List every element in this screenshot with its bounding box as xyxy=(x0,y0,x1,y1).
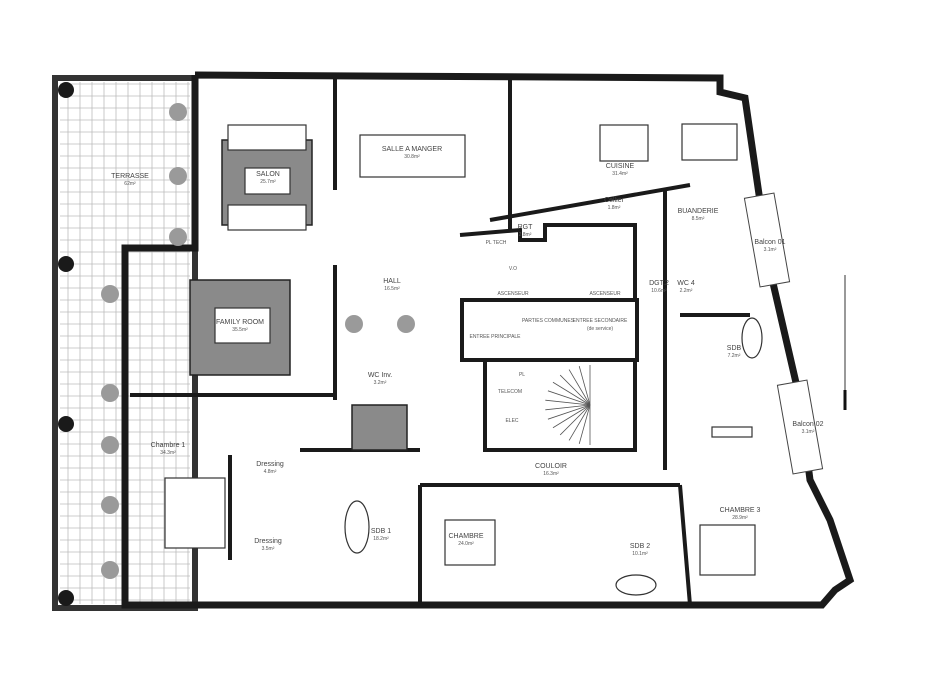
elec-label: ELEC xyxy=(505,418,518,424)
staircase xyxy=(545,365,591,445)
stair-step xyxy=(568,404,591,441)
stair-step xyxy=(559,374,591,406)
pl-label: PL xyxy=(519,372,525,378)
room-name: COULOIR xyxy=(535,463,567,470)
room-area: 10.1m² xyxy=(632,551,648,557)
room-name: HALL xyxy=(383,278,401,285)
room-name: SDB 1 xyxy=(371,528,391,535)
room-area: 8.5m² xyxy=(692,216,705,222)
room-name: WC Inv. xyxy=(368,372,392,379)
room-area: 30.8m² xyxy=(404,154,420,160)
room-name: RGT xyxy=(518,224,534,231)
room-name: CHAMBRE xyxy=(448,533,483,540)
balcony-02 xyxy=(776,379,824,475)
stair-step xyxy=(578,404,591,444)
entree-secondaire-note: (de service) xyxy=(587,326,613,332)
room-area: 4.8m² xyxy=(264,469,277,475)
room-name: CUISINE xyxy=(606,163,635,170)
room-name: SDB 2 xyxy=(630,543,650,550)
room-name: WC 4 xyxy=(677,280,695,287)
stair-step xyxy=(559,404,591,436)
room-area: 16.5m² xyxy=(384,286,400,292)
stair-step xyxy=(545,399,591,406)
planters xyxy=(101,103,415,579)
furniture xyxy=(164,123,763,596)
entree-principale-label: ENTREE PRINCIPALE xyxy=(469,334,521,340)
room-area: 2.2m² xyxy=(680,288,693,294)
stair-step xyxy=(552,381,591,406)
room-name: SDB xyxy=(727,345,742,352)
stair-step xyxy=(547,404,591,420)
room-name: Balcon 01 xyxy=(754,239,785,246)
stair-step xyxy=(545,404,591,411)
room-area: 34.3m² xyxy=(160,450,176,456)
room-area: 31.4m² xyxy=(612,171,628,177)
room-name: SALON xyxy=(256,171,280,178)
room-area: 3.1m² xyxy=(764,247,777,253)
room-name: Chambre 1 xyxy=(151,442,186,449)
stair-step xyxy=(578,366,591,406)
room-area: 62m² xyxy=(124,181,136,187)
room-name: Cellier xyxy=(604,197,625,204)
room-name: Dressing xyxy=(254,538,282,545)
entree-secondaire-label: ENTREE SECONDAIRE xyxy=(573,318,628,324)
stair-step xyxy=(547,390,591,406)
parties-communes-label: PARTIES COMMUNES xyxy=(522,318,575,324)
room-name: DGT.2 xyxy=(649,280,669,287)
room-area: 25.7m² xyxy=(260,179,276,185)
room-area: 35.5m² xyxy=(232,327,248,333)
telecom-label: TELECOM xyxy=(498,389,522,395)
room-area: 3.5m² xyxy=(262,546,275,552)
room-area: 28.9m² xyxy=(732,515,748,521)
elevator-label-2: ASCENSEUR xyxy=(589,291,621,297)
common-labels: ASCENSEUR ASCENSEUR PARTIES COMMUNES ENT… xyxy=(469,240,628,424)
pl-tech-label: PL TECH xyxy=(486,240,507,246)
stair-step xyxy=(568,369,591,406)
room-name: BUANDERIE xyxy=(678,208,719,215)
room-area: 2.8m² xyxy=(519,232,532,238)
balcony-01 xyxy=(743,192,791,288)
stair-step xyxy=(552,404,591,429)
room-area: 1.8m² xyxy=(608,205,621,211)
room-area: 18.2m² xyxy=(373,536,389,542)
vo-label: V.O xyxy=(509,266,517,272)
room-area: 7.2m² xyxy=(728,353,741,359)
room-area: 10.6m² xyxy=(651,288,667,294)
room-area: 3.1m² xyxy=(802,429,815,435)
room-area: 24.0m² xyxy=(458,541,474,547)
room-area: 3.2m² xyxy=(374,380,387,386)
room-name: FAMILY ROOM xyxy=(216,319,264,326)
room-name: SALLE A MANGER xyxy=(382,146,442,153)
room-name: CHAMBRE 3 xyxy=(720,507,761,514)
exterior-wall xyxy=(121,71,855,609)
room-name: Balcon 02 xyxy=(792,421,823,428)
elevator-label-1: ASCENSEUR xyxy=(497,291,529,297)
room-name: Dressing xyxy=(256,461,284,468)
room-area: 16.3m² xyxy=(543,471,559,477)
room-name: TERRASSE xyxy=(111,173,149,180)
